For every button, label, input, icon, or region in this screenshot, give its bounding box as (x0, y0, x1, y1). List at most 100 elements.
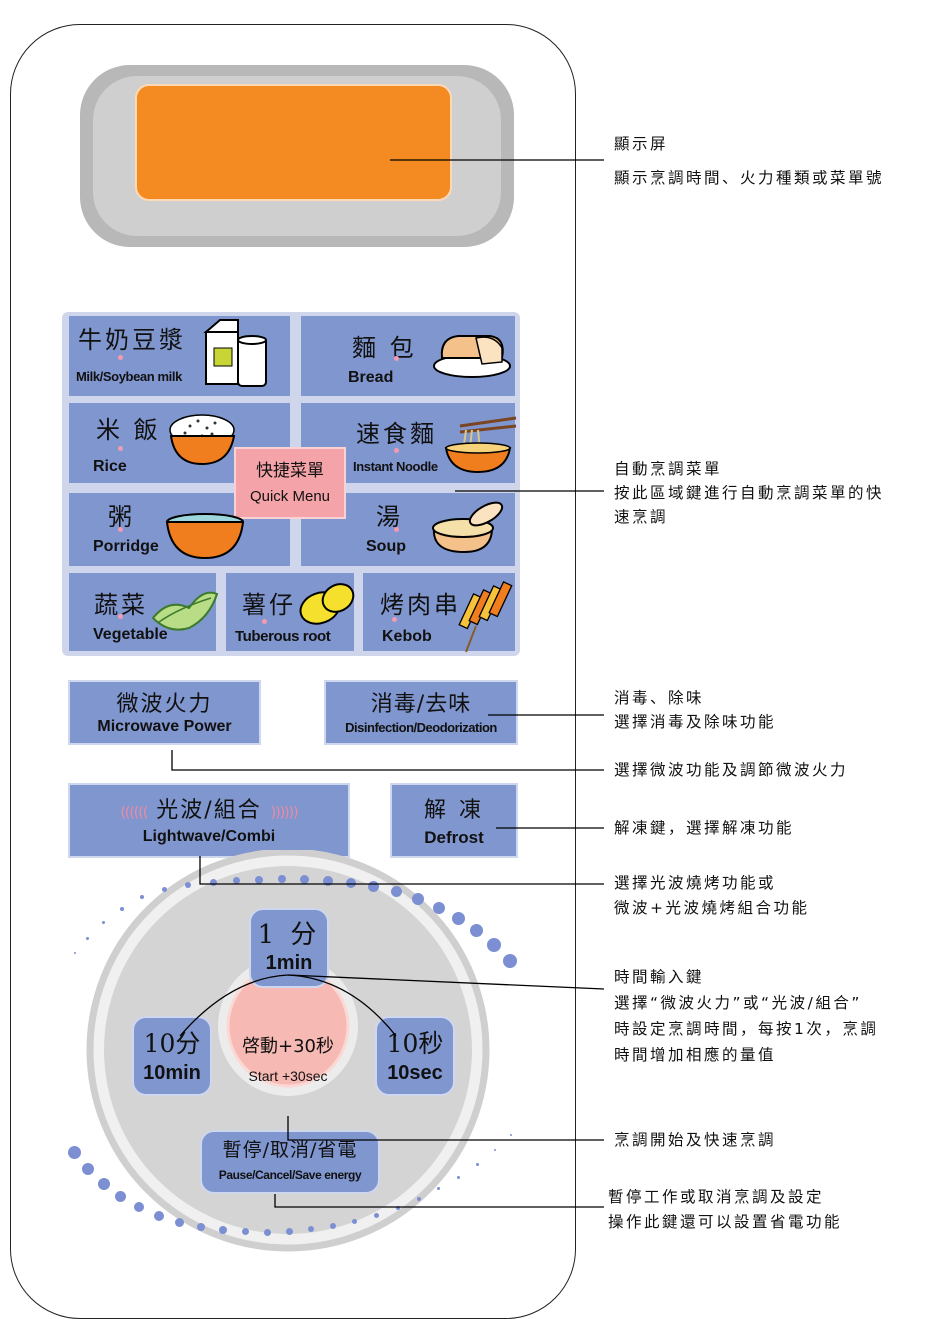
dial-graphic (86, 850, 490, 1252)
milk-en-label: Milk/Soybean milk (76, 369, 182, 384)
led-dot (330, 1223, 336, 1229)
noodle-indicator (394, 448, 399, 453)
microwave-power-button[interactable] (68, 680, 261, 745)
led-dot (391, 886, 402, 897)
led-dot (68, 1146, 81, 1159)
leader-time-keys (287, 974, 605, 990)
led-dot (396, 1206, 400, 1210)
led-dot (175, 1218, 184, 1227)
soup-indicator (394, 527, 399, 532)
led-dot (134, 1202, 144, 1212)
led-dot (510, 1134, 512, 1136)
root-cn-label: 薯仔 (242, 591, 296, 619)
led-dot (452, 912, 465, 925)
pause-cancel-cn: 暫停/取消/省電 (222, 1139, 358, 1161)
leader-pause (274, 1194, 604, 1208)
disinfection-button[interactable] (324, 680, 518, 745)
led-dot (352, 1219, 357, 1224)
start-cn: 啓動+30秒 (242, 1036, 334, 1057)
led-dot (346, 878, 356, 888)
soup-pot-icon (432, 501, 504, 554)
vegetable-en-label: Vegetable (93, 626, 168, 643)
led-dot (74, 952, 76, 954)
defrost-cn: 解 凍 (424, 798, 484, 823)
start-en: Start +30sec (248, 1068, 328, 1084)
led-dot (494, 1149, 496, 1151)
microwave-power-cn: 微波火力 (116, 692, 213, 717)
annotation-lightwave-desc1: 選擇光波燒烤功能或 (614, 874, 777, 892)
led-dot (98, 1178, 110, 1190)
leader-microwave (171, 750, 604, 771)
kebob-icon (458, 581, 513, 653)
led-dot (323, 876, 333, 886)
led-dot (308, 1226, 314, 1232)
porridge-cn-label: 粥 (108, 503, 135, 531)
kebob-indicator (392, 617, 397, 622)
led-dot (255, 876, 263, 884)
led-dot (102, 921, 105, 924)
annotation-auto-desc1: 按此區域鍵進行自動烹調菜單的快 (614, 484, 885, 502)
noodle-bowl-icon (444, 416, 517, 474)
led-dot (162, 887, 167, 892)
annotation-start-desc: 烹調開始及快速烹調 (614, 1131, 777, 1149)
led-dot (503, 954, 517, 968)
leader-ten-minute (179, 974, 289, 1037)
annotation-pause-desc1: 暫停工作或取消烹調及設定 (608, 1188, 825, 1206)
led-dot (197, 1223, 205, 1231)
led-dot (417, 1197, 421, 1201)
microwave-power-en: Microwave Power (97, 718, 232, 735)
led-dot (374, 1213, 379, 1218)
led-dot (278, 875, 286, 883)
led-dot (286, 1228, 293, 1235)
ten-minute-en: 10min (143, 1062, 201, 1084)
led-dot (470, 924, 483, 937)
vegetable-indicator (118, 614, 123, 619)
annotation-disinfect-title: 消毒、除味 (614, 689, 705, 707)
noodle-cn-label: 速食麵 (356, 420, 437, 448)
kebob-en-label: Kebob (382, 628, 432, 645)
led-dot (487, 938, 501, 952)
led-dot (412, 893, 424, 905)
leader-lightwave (199, 856, 604, 885)
wave-right-icon: )))))) (270, 805, 299, 821)
bread-en-label: Bread (348, 369, 394, 386)
led-dot (185, 882, 191, 888)
lightwave-cn: 光波/組合 (156, 798, 262, 823)
annotation-time-desc1: 選擇“微波火力”或“光波/組合” (614, 994, 862, 1012)
led-dot (154, 1211, 164, 1221)
led-dot (219, 1226, 227, 1234)
root-indicator (262, 619, 267, 624)
rice-cn-label: 米 飯 (96, 416, 161, 444)
defrost-en: Defrost (424, 828, 484, 847)
milk-indicator (118, 355, 123, 360)
defrost-button[interactable] (390, 783, 518, 858)
bread-indicator (394, 356, 399, 361)
lightwave-cn-row: (((((( 光波/組合 )))))) (68, 792, 350, 824)
noodle-en-label: Instant Noodle (353, 459, 438, 474)
annotation-disinfect-desc: 選擇消毒及除味功能 (614, 713, 777, 731)
led-dot (457, 1176, 460, 1179)
led-dot (433, 902, 445, 914)
ten-minute-button[interactable] (132, 1016, 212, 1096)
leader-ten-second (287, 974, 397, 1037)
bread-icon (433, 335, 511, 378)
led-dot (300, 875, 309, 884)
ten-second-button[interactable] (375, 1016, 455, 1096)
annotation-time-desc2: 時設定烹調時間，每按1次，烹調 (614, 1020, 879, 1038)
annotation-time-desc3: 時間增加相應的量值 (614, 1046, 777, 1064)
milk-cn-label: 牛奶豆漿 (78, 326, 186, 354)
pause-cancel-button[interactable] (200, 1130, 380, 1194)
annotation-auto-desc2: 速烹調 (614, 508, 669, 526)
lightwave-combi-button[interactable] (68, 783, 350, 858)
annotation-microwave-desc: 選擇微波功能及調節微波火力 (614, 761, 849, 779)
disinfection-cn: 消毒/去味 (370, 692, 472, 717)
led-dot (210, 879, 217, 886)
display-screen (135, 84, 452, 201)
rice-indicator (118, 446, 123, 451)
porridge-indicator (118, 527, 123, 532)
led-dot (476, 1163, 479, 1166)
soup-cn-label: 湯 (376, 503, 403, 531)
wave-left-icon: (((((( (120, 805, 148, 821)
root-en-label: Tuberous root (235, 628, 331, 645)
annotation-lightwave-desc2: 微波+光波燒烤組合功能 (614, 899, 810, 917)
